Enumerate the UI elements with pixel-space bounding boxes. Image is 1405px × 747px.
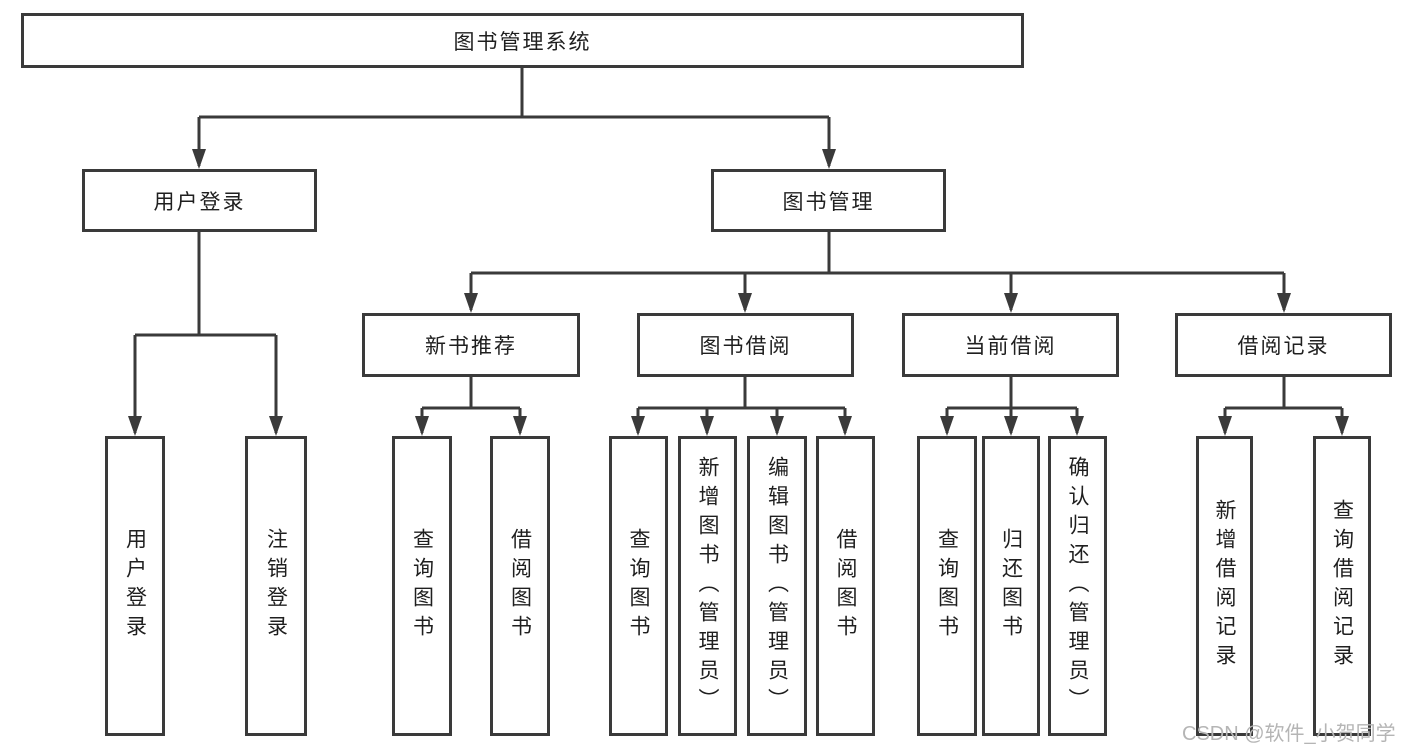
leaf-borrow-books-recommend: 借阅图书 — [490, 436, 550, 736]
node-label: 查询图书 — [627, 528, 650, 644]
node-label: 新增图书（管理员） — [696, 455, 719, 717]
node-label: 确认归还（管理员） — [1066, 455, 1089, 717]
leaf-user-login: 用户登录 — [105, 436, 165, 736]
node-label: 借阅记录 — [1237, 335, 1330, 358]
csdn-watermark: CSDN @软件_小贺同学 — [1182, 723, 1396, 745]
leaf-confirm-return-admin: 确认归还（管理员） — [1048, 436, 1107, 736]
leaf-query-books-recommend: 查询图书 — [392, 436, 452, 736]
node-user-login: 用户登录 — [82, 169, 317, 232]
node-label: 查询图书 — [935, 528, 959, 644]
leaf-edit-books-admin: 编辑图书（管理员） — [747, 436, 807, 736]
leaf-query-books-borrow: 查询图书 — [609, 436, 668, 736]
node-label: 新增借阅记录 — [1213, 499, 1236, 673]
leaf-return-books: 归还图书 — [982, 436, 1040, 736]
node-label: 图书管理 — [782, 190, 875, 214]
leaf-logout: 注销登录 — [245, 436, 307, 736]
node-book-borrow: 图书借阅 — [637, 313, 854, 377]
node-current-borrow: 当前借阅 — [902, 313, 1119, 377]
leaf-query-borrow-record: 查询借阅记录 — [1313, 436, 1371, 736]
node-new-book-recommend: 新书推荐 — [362, 313, 580, 377]
node-label: 注销登录 — [264, 528, 288, 644]
node-label: 用户登录 — [153, 190, 246, 214]
leaf-add-books-admin: 新增图书（管理员） — [678, 436, 737, 736]
leaf-query-books-current: 查询图书 — [917, 436, 977, 736]
node-label: 图书管理系统 — [453, 30, 592, 54]
node-label: 编辑图书（管理员） — [765, 455, 789, 717]
node-label: 当前借阅 — [964, 335, 1057, 358]
leaf-add-borrow-record: 新增借阅记录 — [1196, 436, 1253, 736]
node-label: 借阅图书 — [834, 528, 857, 644]
node-label: 查询图书 — [410, 528, 434, 644]
node-label: 用户登录 — [123, 528, 147, 644]
leaf-borrow-books: 借阅图书 — [816, 436, 875, 736]
node-borrow-records: 借阅记录 — [1175, 313, 1392, 377]
node-label: 归还图书 — [999, 528, 1023, 644]
node-label: 图书借阅 — [699, 335, 792, 358]
node-book-management: 图书管理 — [711, 169, 946, 232]
node-label: 查询借阅记录 — [1330, 499, 1354, 673]
node-label: 借阅图书 — [508, 528, 532, 644]
node-library-management-system: 图书管理系统 — [21, 13, 1024, 68]
node-label: 新书推荐 — [425, 335, 517, 358]
